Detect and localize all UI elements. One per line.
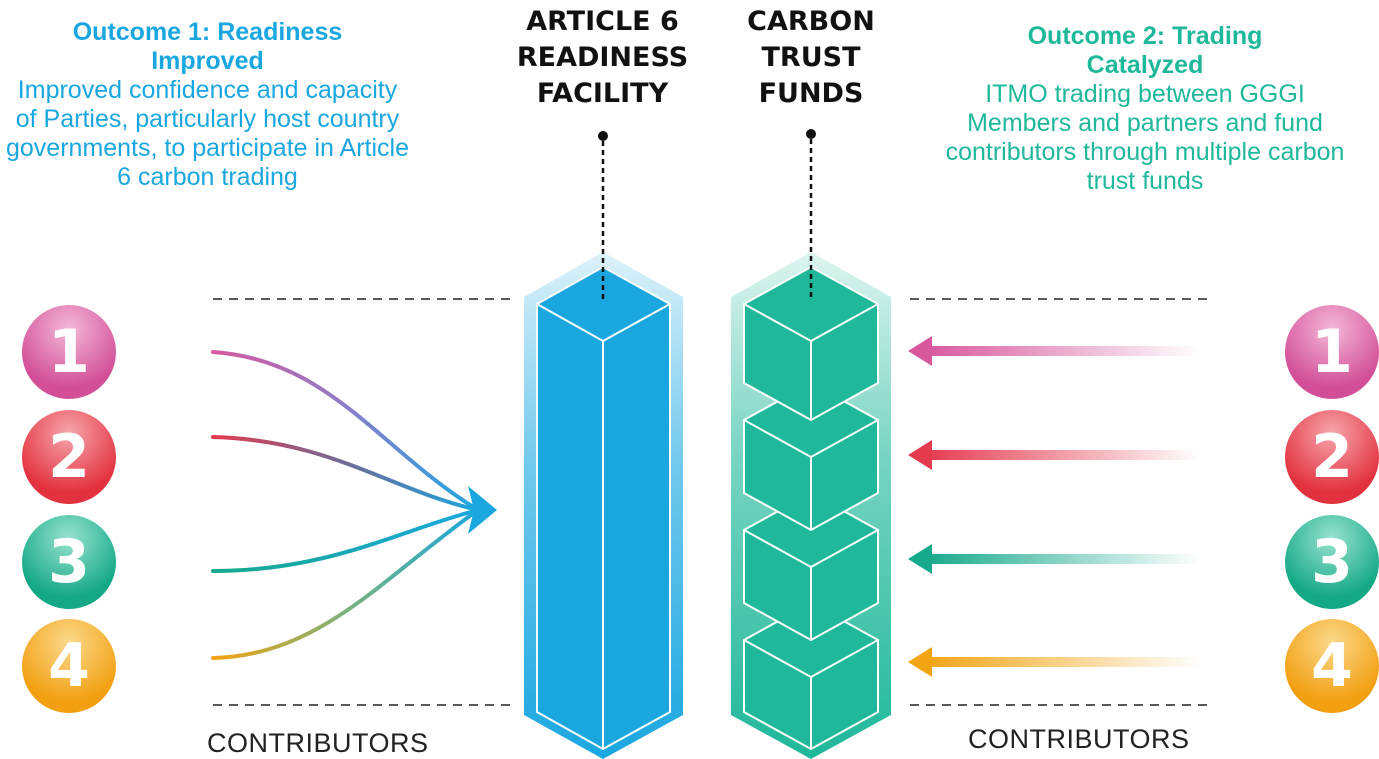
- outcome-2-description: ITMO trading between GGGI Members and pa…: [945, 80, 1345, 195]
- outcome-1-title: Outcome 1: Readiness Improved: [72, 18, 343, 75]
- outcome-2-block: Outcome 2: Trading Catalyzed ITMO tradin…: [940, 22, 1350, 196]
- contributor-badge-1-right: 1: [1285, 305, 1379, 399]
- funds-pillar: [731, 252, 891, 759]
- carbon-trust-funds-title: CARBON TRUST FUNDS: [747, 6, 875, 109]
- contributors-label-left: CONTRIBUTORS: [207, 728, 429, 758]
- contributor-badge-4-left: 4: [22, 619, 116, 713]
- pointer-lines: [598, 129, 816, 300]
- outcome-1-description: Improved confidence and capacity of Part…: [6, 76, 409, 191]
- contributor-badge-2-right: 2: [1285, 410, 1379, 504]
- contributors-label-right: CONTRIBUTORS: [968, 724, 1190, 754]
- outcome-2-title: Outcome 2: Trading Catalyzed: [1027, 22, 1263, 79]
- contributor-badge-3-right: 3: [1285, 515, 1379, 609]
- converging-flows: [211, 350, 480, 660]
- contributor-badge-4-right: 4: [1285, 619, 1379, 713]
- dashed-guides: [213, 298, 1210, 706]
- readiness-facility-title: ARTICLE 6 READINESS FACILITY: [516, 6, 689, 109]
- converge-arrowhead: [468, 486, 497, 534]
- readiness-pillar: [524, 252, 683, 759]
- contributor-badge-3-left: 3: [22, 515, 116, 609]
- contributor-badge-1-left: 1: [22, 305, 116, 399]
- outcome-1-block: Outcome 1: Readiness Improved Improved c…: [5, 18, 410, 192]
- right-arrows: [908, 336, 1200, 677]
- contributor-badge-2-left: 2: [22, 410, 116, 504]
